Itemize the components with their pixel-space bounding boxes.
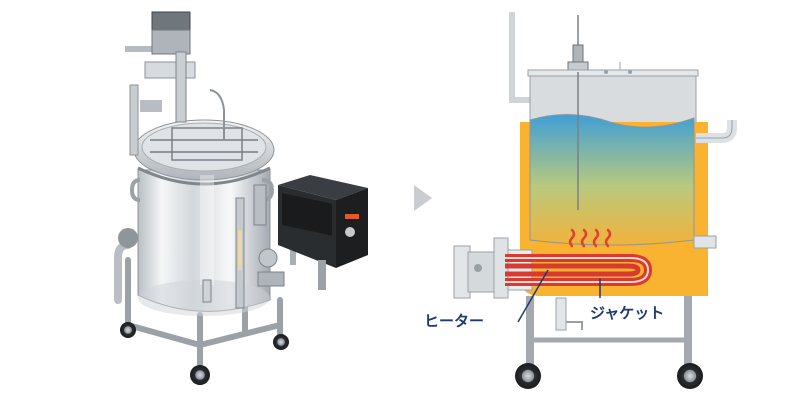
heater-callout-line (517, 269, 549, 323)
triangle-right-icon (414, 185, 432, 211)
control-box (278, 175, 368, 290)
water (529, 114, 695, 246)
caster-wheel-icon (190, 365, 210, 385)
mixer-stand (125, 11, 225, 156)
caster-wheel-icon (677, 363, 703, 389)
caster-wheel-icon (515, 363, 541, 389)
tank-photo (114, 11, 368, 385)
heater-label: ヒーター (424, 312, 484, 330)
pipework (202, 184, 285, 309)
heat-waves-icon (568, 228, 612, 248)
jacket-label: ジャケット (590, 304, 664, 322)
cutaway-diagram: ヒーター ジャケット (424, 12, 737, 389)
caster-wheel-icon (273, 334, 289, 350)
caster-wheel-icon (120, 322, 136, 338)
